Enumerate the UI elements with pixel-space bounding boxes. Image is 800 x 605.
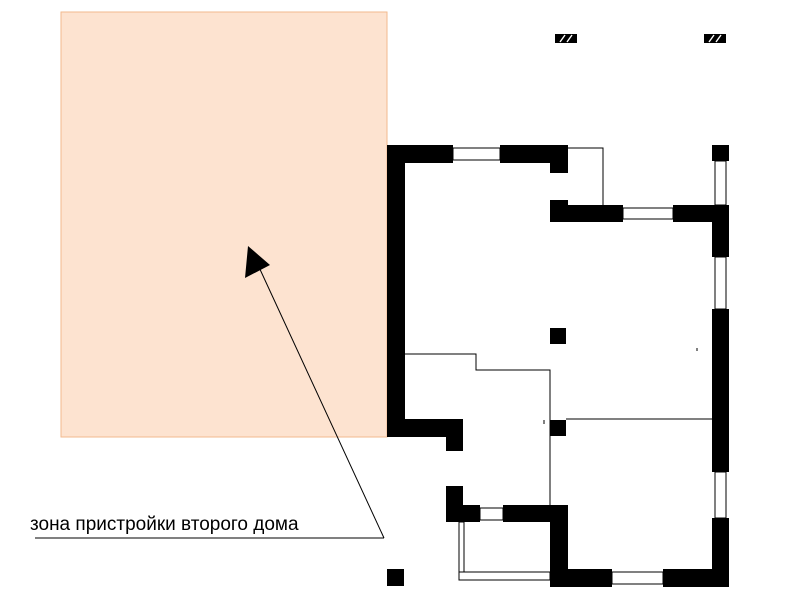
extension-zone-label: зона пристройки второго дома <box>30 514 299 535</box>
interior-lines <box>405 147 712 581</box>
marker-right <box>704 34 726 43</box>
walls <box>387 145 729 587</box>
marker-left <box>555 34 577 43</box>
windows <box>452 147 727 585</box>
arrow-head-icon <box>245 246 270 278</box>
tick-marks <box>543 348 698 424</box>
arrow-shaft <box>257 264 385 539</box>
annotation-arrow <box>35 246 385 539</box>
extension-zone <box>60 11 388 438</box>
